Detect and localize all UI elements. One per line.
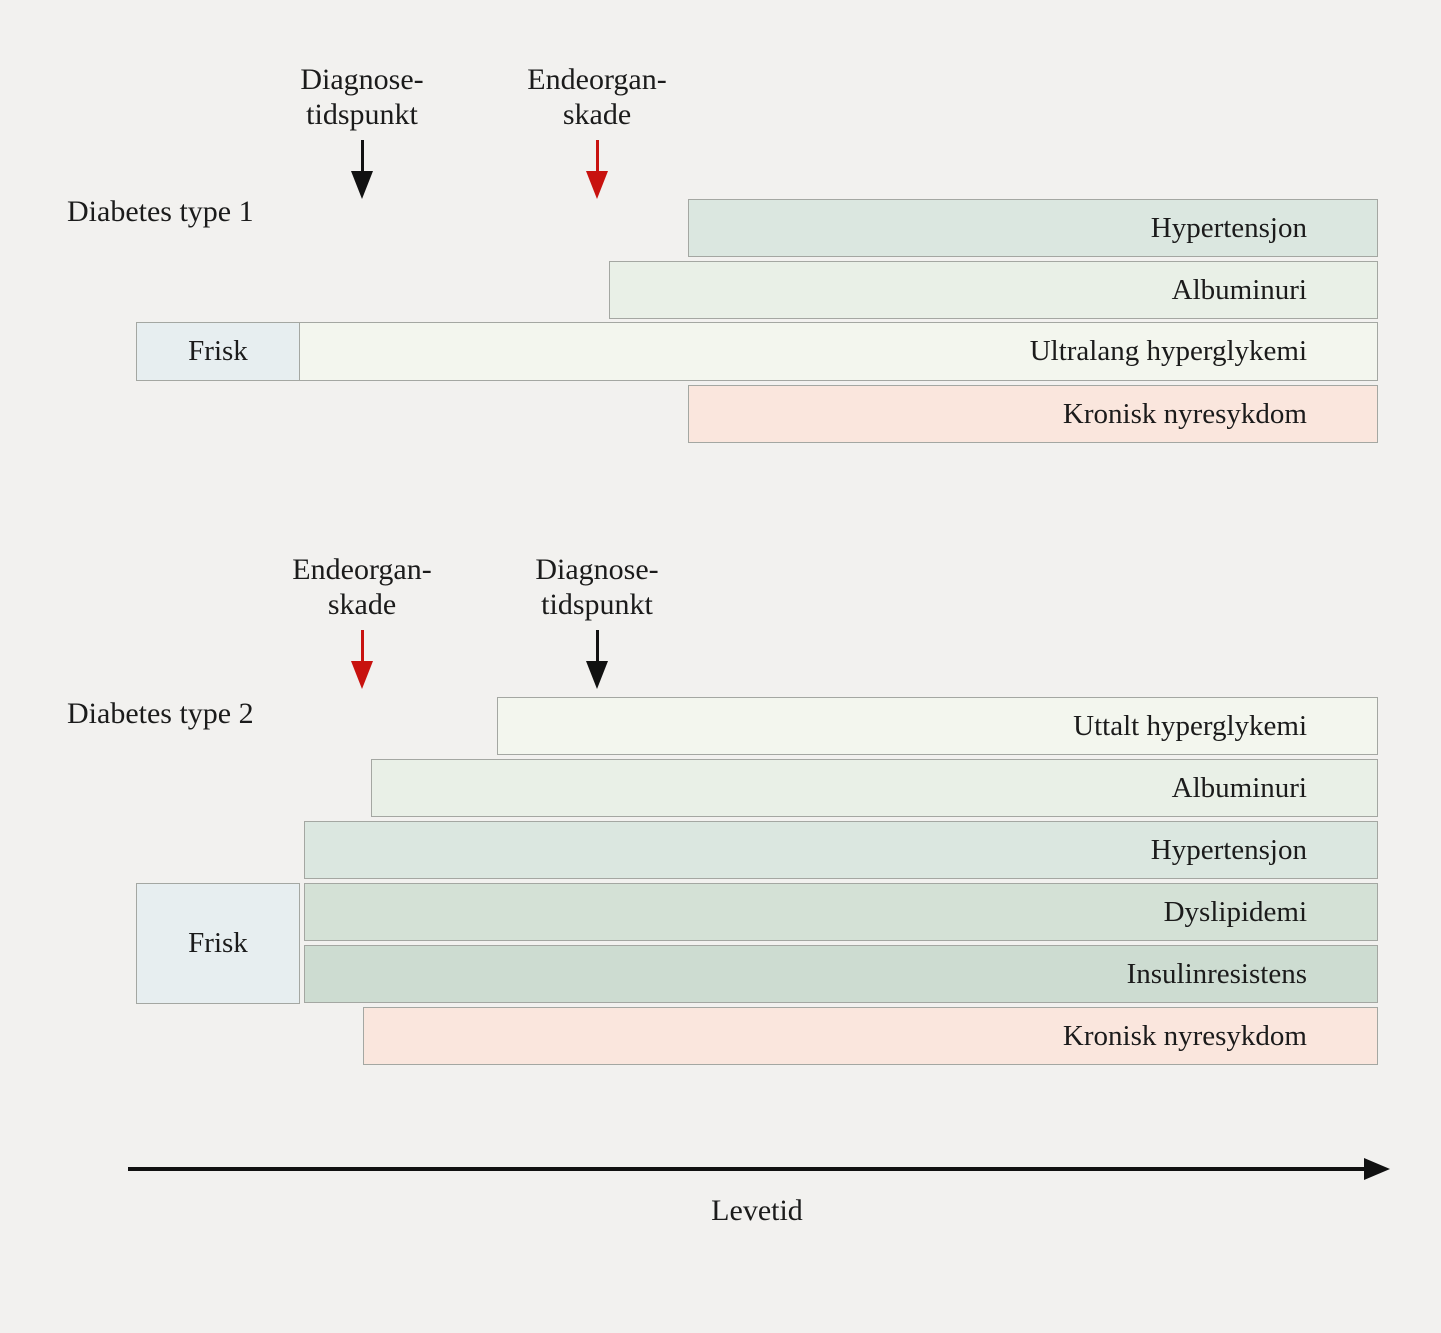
type1-diagnosis-line2: tidspunkt: [306, 98, 418, 131]
type2-endorgan-arrow-icon: [350, 630, 374, 689]
bar-label: Kronisk nyresykdom: [1062, 1019, 1307, 1052]
bar-type2-uttalt-hyperglykemi: Uttalt hyperglykemi: [497, 697, 1378, 755]
type1-endorgan-annotation: Endeorgan- skade: [447, 62, 747, 132]
type2-diagnosis-line1: Diagnose-: [535, 553, 659, 586]
type2-frisk-box: Frisk: [136, 883, 300, 1004]
type1-endorgan-line1: Endeorgan-: [527, 63, 667, 96]
bar-label: Albuminuri: [1171, 273, 1307, 306]
lifetime-axis-arrowhead-icon: [1364, 1158, 1390, 1180]
type2-diagnosis-arrow-icon: [585, 630, 609, 689]
bar-type1-hypertensjon: Hypertensjon: [688, 199, 1378, 257]
type1-frisk-box: Frisk: [136, 322, 300, 381]
bar-label: Uttalt hyperglykemi: [1073, 709, 1307, 742]
type2-endorgan-line1: Endeorgan-: [292, 553, 432, 586]
type1-diagnosis-annotation: Diagnose- tidspunkt: [212, 62, 512, 132]
bar-type1-albuminuri: Albuminuri: [609, 261, 1378, 319]
bar-type2-albuminuri: Albuminuri: [371, 759, 1378, 817]
type2-diagnosis-line2: tidspunkt: [541, 588, 653, 621]
type2-endorgan-annotation: Endeorgan- skade: [212, 552, 512, 622]
lifetime-axis-label: Levetid: [711, 1194, 803, 1227]
lifetime-axis-line: [128, 1167, 1364, 1171]
frisk-label: Frisk: [188, 927, 248, 959]
bar-type2-kronisk-nyresykdom: Kronisk nyresykdom: [363, 1007, 1378, 1065]
bar-type2-dyslipidemi: Dyslipidemi: [304, 883, 1378, 941]
type1-diagnosis-line1: Diagnose-: [300, 63, 424, 96]
type1-endorgan-line2: skade: [562, 98, 632, 131]
bar-label: Hypertensjon: [1150, 211, 1307, 244]
type1-endorgan-arrow-icon: [585, 140, 609, 199]
bar-label: Dyslipidemi: [1163, 895, 1307, 928]
bar-label: Insulinresistens: [1126, 957, 1307, 990]
bar-type1-kronisk-nyresykdom: Kronisk nyresykdom: [688, 385, 1378, 443]
type2-section-title: Diabetes type 2: [67, 697, 254, 730]
bar-label: Albuminuri: [1171, 771, 1307, 804]
type1-section-title: Diabetes type 1: [67, 195, 254, 228]
bar-type2-insulinresistens: Insulinresistens: [304, 945, 1378, 1003]
bar-label: Ultralang hyperglykemi: [1029, 335, 1307, 367]
frisk-label: Frisk: [188, 335, 248, 367]
bar-type1-ultralang-hyperglykemi: Ultralang hyperglykemi: [299, 322, 1378, 381]
type2-endorgan-line2: skade: [327, 588, 397, 621]
type1-diagnosis-arrow-icon: [350, 140, 374, 199]
type2-diagnosis-annotation: Diagnose- tidspunkt: [447, 552, 747, 622]
bar-type2-hypertensjon: Hypertensjon: [304, 821, 1378, 879]
bar-label: Hypertensjon: [1150, 833, 1307, 866]
bar-label: Kronisk nyresykdom: [1062, 397, 1307, 430]
